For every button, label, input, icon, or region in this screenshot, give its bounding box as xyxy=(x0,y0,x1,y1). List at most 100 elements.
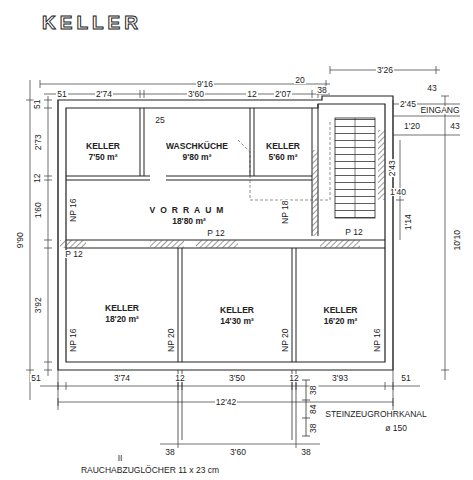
dimension-lines xyxy=(44,96,52,376)
room: KELLER 5'60 m² xyxy=(254,108,312,176)
room: KELLER 18'20 m² xyxy=(66,248,178,362)
room-name: WASCHKÜCHE xyxy=(165,142,229,151)
inner-walls xyxy=(66,176,312,180)
smoke-channel xyxy=(178,370,310,440)
inner-walls xyxy=(178,248,182,362)
dimension-label: 3'60 xyxy=(187,90,205,99)
dimension-label: 1'60 xyxy=(34,201,43,219)
room-area: 5'60 m² xyxy=(268,153,299,162)
dimension-label: 20 xyxy=(294,76,305,85)
dimension-lines xyxy=(40,80,330,88)
inner-walls xyxy=(250,108,254,176)
dimension-label: NP 16 xyxy=(70,327,79,352)
dimension-label: 51 xyxy=(56,90,67,99)
dimension-label: 12 xyxy=(246,90,257,99)
room-name: KELLER xyxy=(219,306,255,315)
dimension-label: 3'74 xyxy=(113,374,131,383)
dimension-lines xyxy=(58,100,393,410)
dimension-label: 9'16 xyxy=(196,80,214,89)
room-name: KELLER xyxy=(323,306,359,315)
dimension-label: NP 16 xyxy=(70,197,79,222)
dimension-label: 3'60 xyxy=(229,448,247,457)
dimension-label: 9'90 xyxy=(16,231,25,249)
dimension-label: 38 xyxy=(316,86,327,95)
room-name: KELLER xyxy=(104,304,140,313)
room-area: 14'30 m² xyxy=(219,317,255,326)
dimension-label: 38 xyxy=(164,448,175,457)
dimension-label: II xyxy=(117,454,124,463)
dimension-lines xyxy=(26,80,34,400)
dimension-label: 12 xyxy=(34,172,43,183)
dimension-label: 2'74 xyxy=(95,90,113,99)
stairs xyxy=(238,120,330,200)
stairs xyxy=(355,118,356,218)
room: VORRAUM18'80 m² xyxy=(66,180,312,240)
dimension-label: 51 xyxy=(30,374,41,383)
room-area: 7'50 m² xyxy=(88,153,119,162)
dimension-label: 12'42 xyxy=(215,398,238,407)
dimension-lines xyxy=(330,66,440,74)
dimension-label: 43 xyxy=(426,84,437,93)
wall-hatching xyxy=(60,240,86,248)
room-area: 18'20 m² xyxy=(104,315,140,324)
dimension-label: 1'20 xyxy=(403,122,421,131)
dimension-label: P 12 xyxy=(206,229,225,238)
dimension-label: 1'40 xyxy=(389,188,407,197)
dimension-label: 38 xyxy=(310,422,319,433)
dimension-label: 1'14 xyxy=(404,213,413,231)
inner-walls xyxy=(140,108,144,176)
dimension-label: P 12 xyxy=(344,228,363,237)
room-area: 16'20 m² xyxy=(323,317,359,326)
dimension-label: 25 xyxy=(154,116,165,125)
dimension-label: 2'73 xyxy=(34,133,43,151)
inner-walls xyxy=(292,248,296,362)
dimension-label: 3'50 xyxy=(228,374,246,383)
dimension-label: 2'43 xyxy=(388,159,397,177)
dimension-label: 3'93 xyxy=(331,374,349,383)
dimension-label: 43 xyxy=(449,122,460,131)
dimension-label: 12 xyxy=(288,374,299,383)
dimension-label: 2'07 xyxy=(274,90,292,99)
dimension-label: 51 xyxy=(400,374,411,383)
wall-hatching xyxy=(378,130,385,200)
dimension-label: 38 xyxy=(300,448,311,457)
dimension-label: NP 18 xyxy=(282,199,291,224)
dimension-lines xyxy=(441,96,449,380)
dimension-lines xyxy=(393,104,460,135)
dimension-label: NP 20 xyxy=(282,327,291,352)
smoke-channel xyxy=(178,370,296,440)
room: KELLER 7'50 m² xyxy=(66,108,140,176)
room-name: KELLER xyxy=(85,142,121,151)
dimension-label: 3'26 xyxy=(376,66,394,75)
wall-hatching xyxy=(150,240,184,248)
room: KELLER 16'20 m² xyxy=(296,248,385,362)
stairs xyxy=(238,118,375,218)
dimension-lines xyxy=(26,66,460,448)
wall-hatching xyxy=(320,240,360,248)
wall-hatching xyxy=(312,150,318,236)
outer-walls xyxy=(66,104,385,362)
dimension-label: 38 xyxy=(310,384,319,395)
room: KELLER 14'30 m² xyxy=(182,248,292,362)
inner-walls xyxy=(66,240,385,248)
dimension-label: ø 150 xyxy=(384,424,408,433)
dimension-label: 84 xyxy=(310,403,319,414)
dimension-label: 2'45 xyxy=(399,100,417,109)
inner-walls xyxy=(66,104,385,362)
dimension-label: 12 xyxy=(174,374,185,383)
dimension-label: STEINZEUGROHRKANAL xyxy=(324,410,428,419)
dimension-label: 3'92 xyxy=(34,296,43,314)
plan-title: KELLER xyxy=(42,12,142,34)
dimension-lines xyxy=(58,398,393,406)
dimension-label: P 12 xyxy=(64,250,83,259)
room-name: VORRAUM xyxy=(149,206,230,215)
outer-walls xyxy=(58,96,393,370)
wall-hatching xyxy=(196,240,238,248)
room-name: KELLER xyxy=(265,142,301,151)
dimension-label: 10'10 xyxy=(453,229,462,252)
dimension-label: EINGANG xyxy=(419,106,460,115)
outer-walls xyxy=(58,96,393,370)
room-area: 9'80 m² xyxy=(182,153,213,162)
dimension-label: 51 xyxy=(34,98,43,109)
